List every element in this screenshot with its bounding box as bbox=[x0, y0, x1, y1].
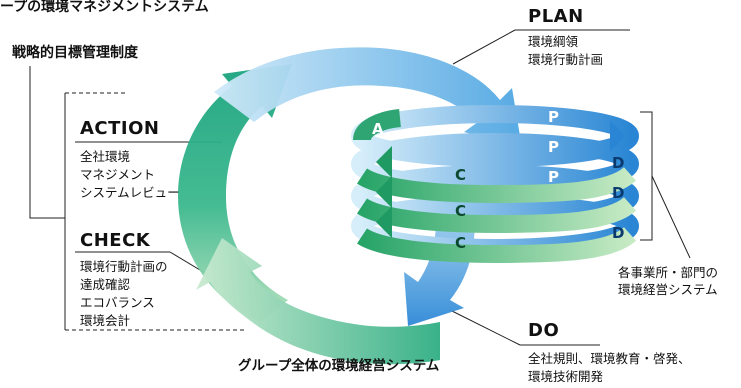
left-title: 戦略的目標管理制度 bbox=[12, 45, 138, 61]
check-line: 環境会計 bbox=[80, 313, 131, 328]
action-line: 全社環境 bbox=[80, 149, 131, 164]
plan-line: 環境行動計画 bbox=[528, 52, 604, 67]
action-arrow bbox=[178, 64, 292, 322]
check-line: エコバランス bbox=[80, 295, 155, 310]
check-line: 達成確認 bbox=[80, 277, 131, 292]
plan-line: 環境綱領 bbox=[528, 34, 579, 49]
check-line: 環境行動計画の bbox=[80, 259, 168, 274]
coil-letter-p2: P bbox=[548, 138, 559, 156]
do-title: DO bbox=[528, 320, 560, 341]
action-body: 全社環境 マネジメント システムレビュー bbox=[80, 148, 180, 202]
right-caption: 各事業所・部門の 環境経営システム bbox=[618, 264, 718, 298]
action-title: ACTION bbox=[80, 118, 160, 139]
action-line: システムレビュー bbox=[80, 185, 180, 200]
coil-letter-d2: D bbox=[612, 184, 624, 202]
right-caption-line: 環境経営システム bbox=[618, 282, 718, 297]
coil-letter-c1: C bbox=[455, 166, 466, 184]
bottom-caption: グループ全体の環境経営システム bbox=[238, 358, 440, 374]
coil-letter-d3: D bbox=[612, 224, 624, 242]
coil-letter-a: A bbox=[372, 120, 384, 138]
do-line: 環境技術開発 bbox=[528, 369, 604, 384]
plan-body: 環境綱領 環境行動計画 bbox=[528, 33, 603, 69]
coil-letter-p3: P bbox=[548, 168, 559, 186]
plan-title: PLAN bbox=[528, 6, 584, 27]
do-body: 全社規則、環境教育・啓発、 環境技術開発 bbox=[528, 350, 691, 386]
coil-letter-c3: C bbox=[455, 234, 466, 252]
plan-arrow bbox=[214, 47, 522, 148]
coil-letter-c2: C bbox=[455, 202, 466, 220]
do-line: 全社規則、環境教育・啓発、 bbox=[528, 351, 691, 366]
action-line: マネジメント bbox=[80, 167, 156, 182]
sub-cycle-coil bbox=[351, 105, 639, 264]
check-arrow bbox=[196, 238, 440, 365]
check-body: 環境行動計画の 達成確認 エコバランス 環境会計 bbox=[80, 258, 168, 330]
coil-letter-d1: D bbox=[612, 154, 624, 172]
right-caption-line: 各事業所・部門の bbox=[618, 265, 719, 280]
coil-letter-p1: P bbox=[548, 108, 559, 126]
top-caption: ープの環境マネジメントシステム bbox=[0, 0, 209, 15]
coil-letters: A P P P D D D C C C bbox=[372, 108, 624, 252]
check-title: CHECK bbox=[80, 230, 151, 251]
